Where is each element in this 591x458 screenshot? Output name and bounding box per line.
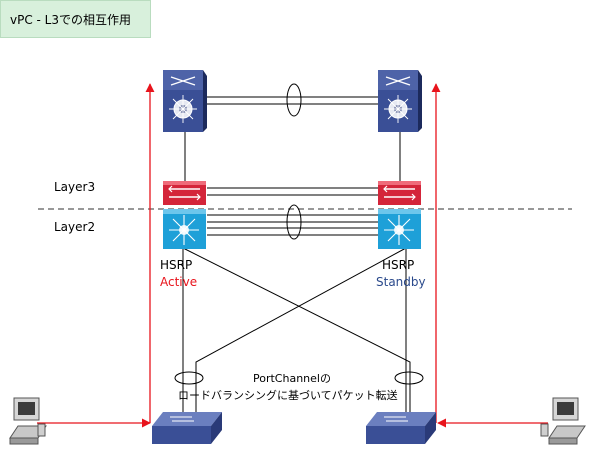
core-link: [207, 96, 378, 105]
vpc-peer-link: [207, 214, 378, 236]
left-pc-icon: [9, 397, 47, 445]
portchannel-note-line1: PortChannelの: [253, 372, 331, 385]
right-portchannel-ring: [394, 371, 424, 385]
left-l2-switch-icon: [163, 209, 206, 249]
right-pc-icon: [540, 397, 586, 445]
right-hsrp-state: Standby: [376, 275, 426, 289]
title-box: vPC - L3での相互作用: [0, 0, 151, 38]
core-link-bundle-ring: [286, 83, 302, 117]
right-core-router-icon: [378, 70, 422, 132]
left-hsrp-state: Active: [160, 275, 198, 289]
right-l3-switch-icon: [378, 181, 421, 205]
left-portchannel-ring: [174, 371, 204, 385]
layer3-label: Layer3: [54, 180, 96, 194]
right-l2-switch-icon: [378, 209, 421, 249]
right-access-switch-icon: [366, 412, 436, 444]
layer2-label: Layer2: [54, 220, 96, 234]
right-hsrp-label: HSRP: [382, 258, 415, 272]
l3-peer-link: [207, 187, 378, 196]
vpc-peer-link-ring: [286, 204, 302, 240]
left-access-switch-icon: [152, 412, 222, 444]
right-agg-to-left-access-link: [195, 247, 407, 414]
left-l3-switch-icon: [163, 181, 206, 205]
diagram-title: vPC - L3での相互作用: [10, 13, 131, 27]
portchannel-note-line2: ロードバランシングに基づいてパケット転送: [178, 389, 398, 402]
left-core-router-icon: [163, 70, 207, 132]
left-hsrp-label: HSRP: [160, 258, 193, 272]
left-agg-to-right-access-link: [182, 247, 411, 414]
